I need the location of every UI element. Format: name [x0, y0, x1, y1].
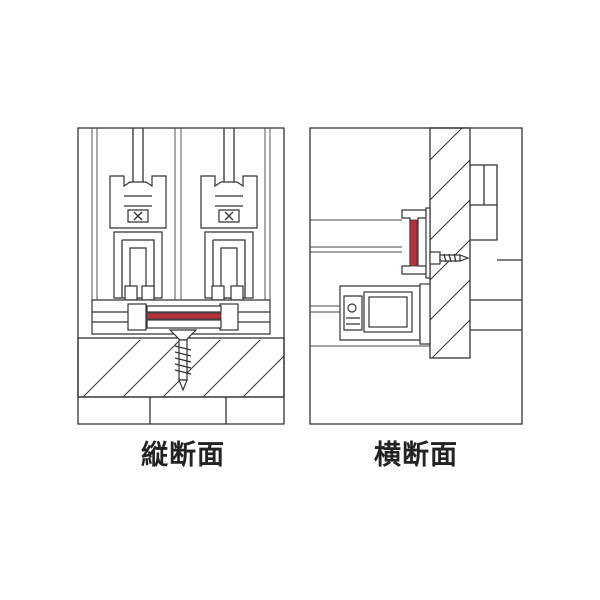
floor-screw [168, 329, 198, 392]
horizontal-guide-lines [310, 219, 430, 347]
left-sash-profile [109, 175, 167, 301]
vertical-frame-lines [91, 128, 271, 330]
wall-section [429, 127, 522, 359]
floor-slab [77, 329, 285, 424]
vertical-section-caption: 縦断面 [141, 440, 225, 471]
horizontal-section-caption: 横断面 [374, 440, 458, 471]
glass-panes [132, 128, 235, 192]
sill-track [91, 299, 271, 335]
right-sash-profile [200, 175, 258, 301]
horizontal-sash-profile [339, 283, 431, 345]
vertical-section-panel [77, 127, 285, 425]
red-jamb-core [409, 219, 418, 267]
horizontal-section-panel [309, 127, 523, 425]
red-packing-strip [146, 312, 222, 320]
horizontal-panel-frame [309, 127, 523, 425]
jamb-profile [401, 207, 431, 279]
wall-screw [429, 251, 470, 265]
